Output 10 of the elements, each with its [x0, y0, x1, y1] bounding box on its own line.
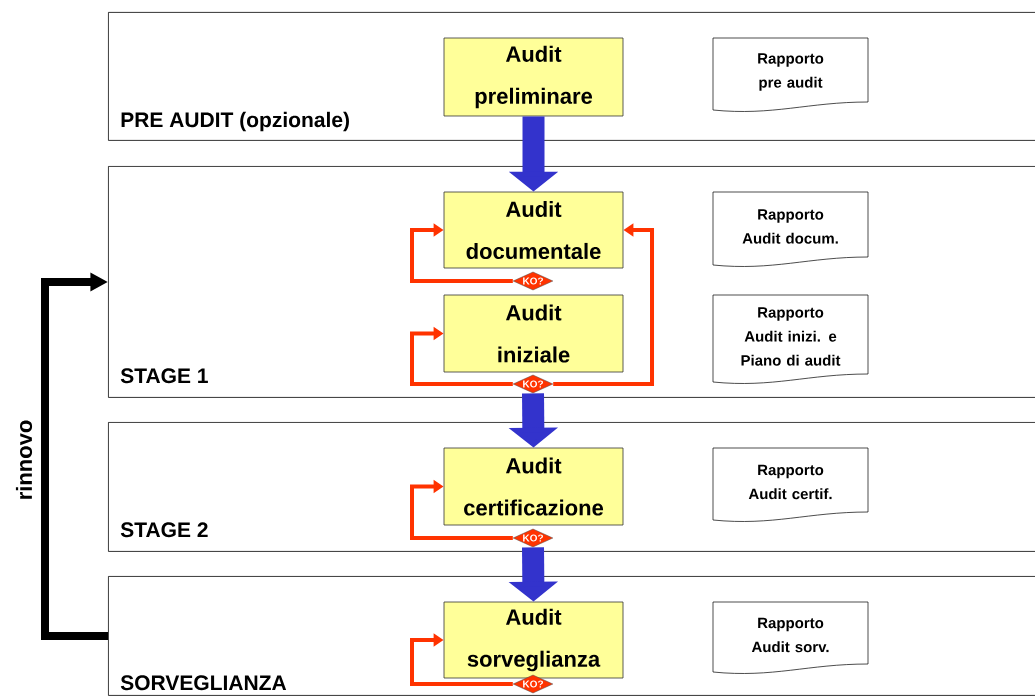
edge-label: rinnovo — [14, 418, 34, 502]
feedback-arrow — [410, 479, 513, 540]
audit-box: Audit certificazione — [443, 447, 624, 526]
audit-box: Audit iniziale — [443, 294, 624, 373]
feedback-arrow — [410, 223, 513, 283]
audit-box: Audit sorveglianza — [443, 601, 624, 679]
audit-box: Audit documentale — [443, 191, 624, 269]
audit-box: Audit preliminare — [443, 37, 624, 117]
feedback-arrow — [410, 633, 513, 686]
feedback-arrow — [410, 326, 513, 386]
